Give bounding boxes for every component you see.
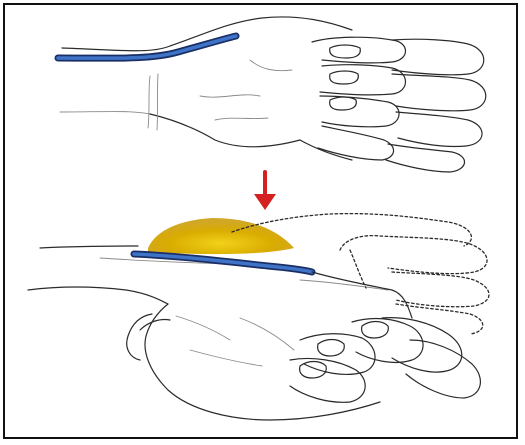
down-arrow-icon [254,172,276,210]
tendon-neutral [58,36,236,58]
flexed-wrist-illustration [28,214,489,420]
neutral-fist-illustration [58,17,486,172]
swelling-highlight [148,218,294,254]
